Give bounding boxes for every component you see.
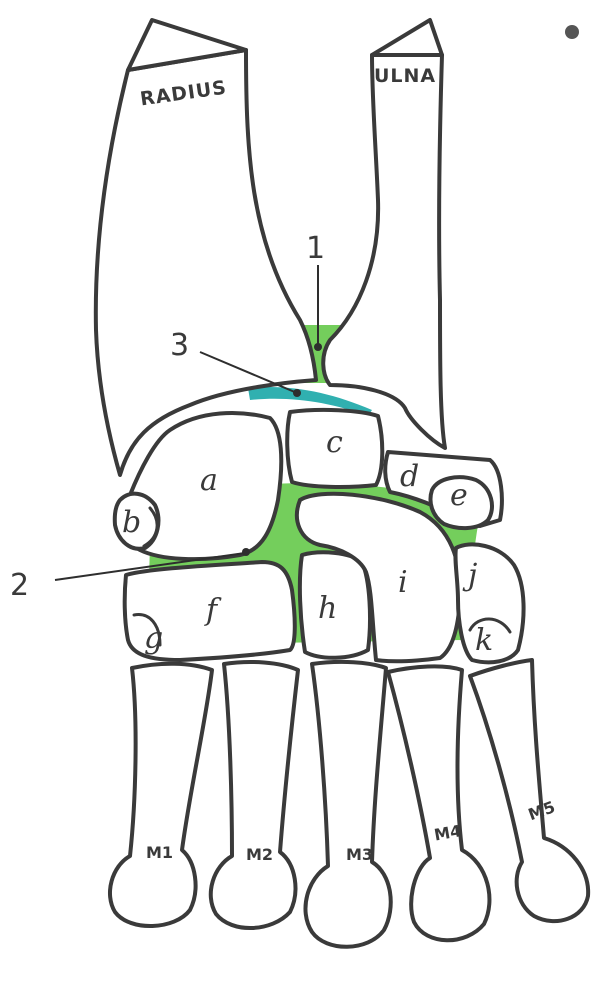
carpal-label-g: g <box>144 621 163 656</box>
metacarpal-3 <box>305 662 390 947</box>
pointer-dot-2 <box>242 548 250 556</box>
carpal-label-i: i <box>398 565 408 600</box>
carpal-label-c: c <box>326 425 343 460</box>
marker-3: 3 <box>170 328 189 363</box>
carpal-label-a: a <box>200 463 218 498</box>
pointer-dot-3 <box>293 389 301 397</box>
ulna-label: ULNA <box>374 65 436 87</box>
metacarpal-label-2: M2 <box>246 845 273 864</box>
carpal-label-b: b <box>122 505 141 540</box>
carpal-label-h: h <box>318 591 337 626</box>
metacarpal-4 <box>388 666 489 940</box>
carpal-label-e: e <box>450 478 468 513</box>
carpal-label-d: d <box>400 459 419 494</box>
metacarpal-2 <box>211 662 298 928</box>
corner-dot <box>565 25 579 39</box>
radius-shaft <box>96 50 316 475</box>
metacarpal-bones <box>110 660 588 947</box>
marker-1: 1 <box>306 231 325 266</box>
ulna-head-cap <box>372 20 442 55</box>
carpal-label-k: k <box>475 623 493 658</box>
metacarpal-label-3: M3 <box>346 845 373 864</box>
metacarpal-label-1: M1 <box>146 843 173 862</box>
pointer-dot-1 <box>314 343 322 351</box>
metacarpal-1 <box>110 664 212 926</box>
ulna-shaft <box>323 55 445 448</box>
marker-2: 2 <box>10 568 29 603</box>
